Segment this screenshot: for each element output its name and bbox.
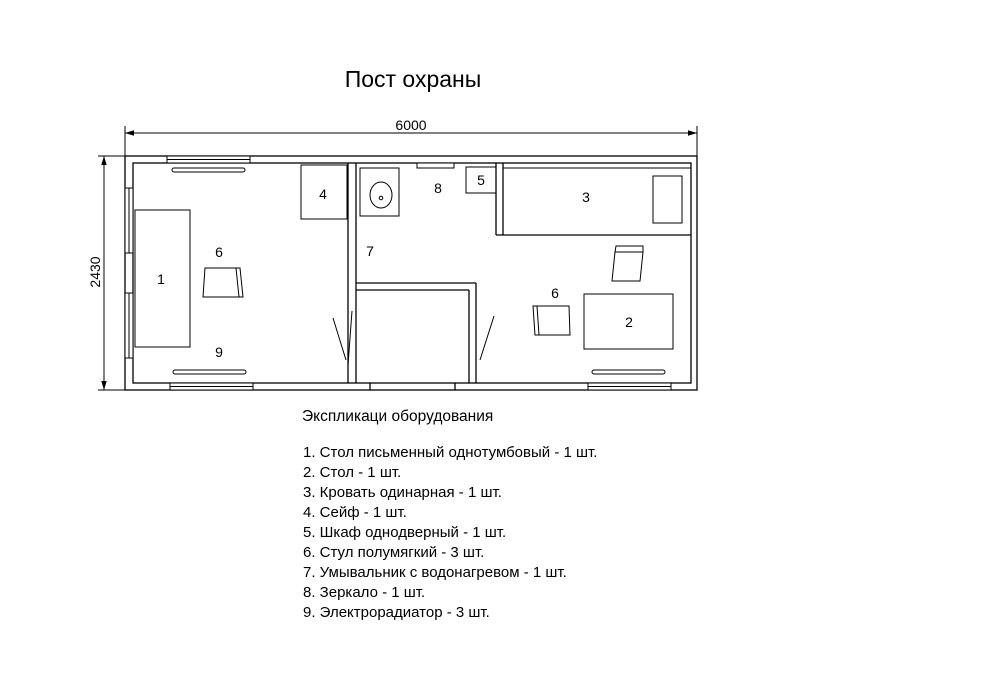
legend-item: 8. Зеркало - 1 шт. (303, 584, 426, 601)
marker-2: 2 (625, 314, 633, 330)
table (583, 293, 674, 350)
writing-desk (134, 209, 191, 348)
marker-1: 1 (157, 271, 165, 287)
bed (502, 167, 692, 236)
marker-6-left: 6 (215, 244, 223, 260)
legend-item: 9. Электрорадиатор - 3 шт. (303, 604, 490, 621)
washbasin (359, 167, 400, 217)
windows (124, 155, 672, 391)
bed-pillow (652, 175, 683, 224)
dimension-height (98, 155, 125, 391)
legend-title: Экспликаци оборудования (302, 408, 494, 425)
walls (124, 155, 698, 391)
safe (300, 164, 348, 220)
marker-5: 5 (477, 172, 485, 188)
legend-item: 2. Стол - 1 шт. (303, 464, 402, 481)
marker-7: 7 (366, 243, 374, 259)
legend-item: 3. Кровать одинарная - 1 шт. (303, 484, 502, 501)
furniture (134, 164, 692, 350)
plan-title: Пост охраны (344, 66, 482, 92)
dimension-width-label: 6000 (395, 117, 426, 133)
dimension-width (124, 126, 698, 156)
legend-item: 6. Стул полумягкий - 3 шт. (303, 544, 485, 561)
marker-4: 4 (319, 186, 327, 202)
chair (532, 305, 571, 336)
legend-item: 5. Шкаф однодверный - 1 шт. (303, 524, 507, 541)
radiators (171, 167, 666, 375)
dimension-height-label: 2430 (87, 256, 103, 287)
legend-item: 1. Стол письменный однотумбовый - 1 шт. (303, 444, 598, 461)
legend-list: 1. Стол письменный однотумбовый - 1 шт. … (303, 443, 597, 623)
marker-3: 3 (582, 189, 590, 205)
legend-item: 4. Сейф - 1 шт. (303, 504, 407, 521)
wardrobe (465, 166, 497, 194)
door-swings (332, 310, 495, 366)
chair (611, 245, 644, 282)
chair (202, 267, 244, 298)
marker-8: 8 (434, 180, 442, 196)
marker-9: 9 (215, 344, 223, 360)
marker-6-right: 6 (551, 285, 559, 301)
legend-item: 7. Умывальник с водонагревом - 1 шт. (303, 564, 567, 581)
